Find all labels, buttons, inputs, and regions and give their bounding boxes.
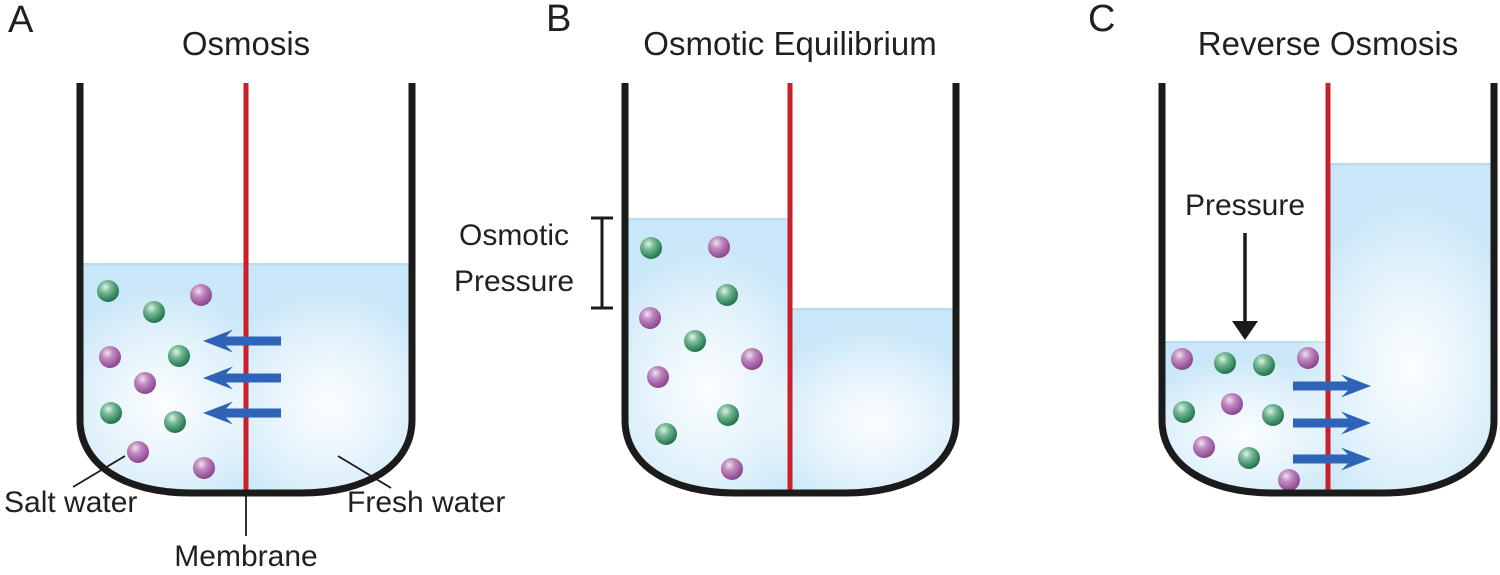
label-leader-line [337, 455, 392, 489]
pressure-arrow-head [1232, 321, 1258, 340]
pressure-label: Pressure [1184, 189, 1306, 222]
green-solute-particle [716, 284, 738, 306]
green-solute-particle [1262, 404, 1284, 426]
container-outline [621, 83, 960, 497]
green-solute-particle [168, 345, 190, 367]
panel-b [591, 83, 960, 497]
green-solute-particle [100, 402, 122, 424]
salt-water-label: Salt water [4, 486, 138, 519]
green-solute-particle [655, 423, 677, 445]
green-solute-particle [1238, 447, 1260, 469]
purple-solute-particle [1297, 347, 1319, 369]
panel-b-letter: B [546, 0, 572, 40]
membrane-label: Membrane [174, 540, 318, 573]
water-surface-line [80, 263, 246, 266]
water-flow-arrow-right [1293, 411, 1371, 435]
water-flow-arrow-left [203, 329, 281, 353]
green-solute-particle [684, 330, 706, 352]
purple-solute-particle [99, 346, 121, 368]
green-solute-particle [164, 411, 186, 433]
green-solute-particle [717, 404, 739, 426]
water-surface-line [625, 218, 790, 221]
purple-solute-particle [193, 457, 215, 479]
green-solute-particle [1173, 401, 1195, 423]
purple-solute-particle [134, 372, 156, 394]
purple-solute-particle [741, 348, 763, 370]
purple-solute-particle [190, 284, 212, 306]
water-flow-arrow-left [203, 401, 281, 425]
panel-a-title: Osmosis [181, 25, 311, 62]
purple-solute-particle [1278, 469, 1300, 491]
purple-solute-particle [721, 458, 743, 480]
water-flow-arrow-left [203, 366, 281, 390]
water-surface-line [246, 263, 412, 266]
panel-c-letter: C [1088, 0, 1116, 40]
osmotic-pressure-label-line1: Osmotic [458, 219, 569, 252]
osmotic-pressure-label: Osmotic Pressure [438, 213, 590, 305]
purple-solute-particle [1193, 436, 1215, 458]
label-leader-line [72, 455, 126, 488]
water-flow-arrow-right [1293, 447, 1371, 471]
water-surface-line [790, 308, 956, 311]
panel-c-title: Reverse Osmosis [1197, 25, 1459, 62]
green-solute-particle [143, 301, 165, 323]
panel-a [72, 83, 416, 536]
green-solute-particle [640, 237, 662, 259]
green-solute-particle [1214, 352, 1236, 374]
purple-solute-particle [1171, 348, 1193, 370]
osmotic-pressure-label-line2: Pressure [453, 265, 575, 298]
panel-b-title: Osmotic Equilibrium [643, 25, 937, 62]
purple-solute-particle [708, 236, 730, 258]
water-surface-line [1162, 341, 1328, 344]
container-outline [1158, 83, 1498, 497]
water-flow-arrow-right [1293, 374, 1371, 398]
green-solute-particle [1253, 354, 1275, 376]
osmotic-pressure-bracket [591, 216, 613, 310]
water-surface-line [1328, 163, 1494, 166]
container-outline [76, 83, 416, 497]
fresh-water-label: Fresh water [347, 486, 506, 519]
purple-solute-particle [647, 366, 669, 388]
panel-c [1158, 83, 1498, 497]
panel-a-letter: A [8, 0, 34, 41]
purple-solute-particle [1221, 393, 1243, 415]
purple-solute-particle [639, 307, 661, 329]
green-solute-particle [97, 280, 119, 302]
purple-solute-particle [127, 441, 149, 463]
